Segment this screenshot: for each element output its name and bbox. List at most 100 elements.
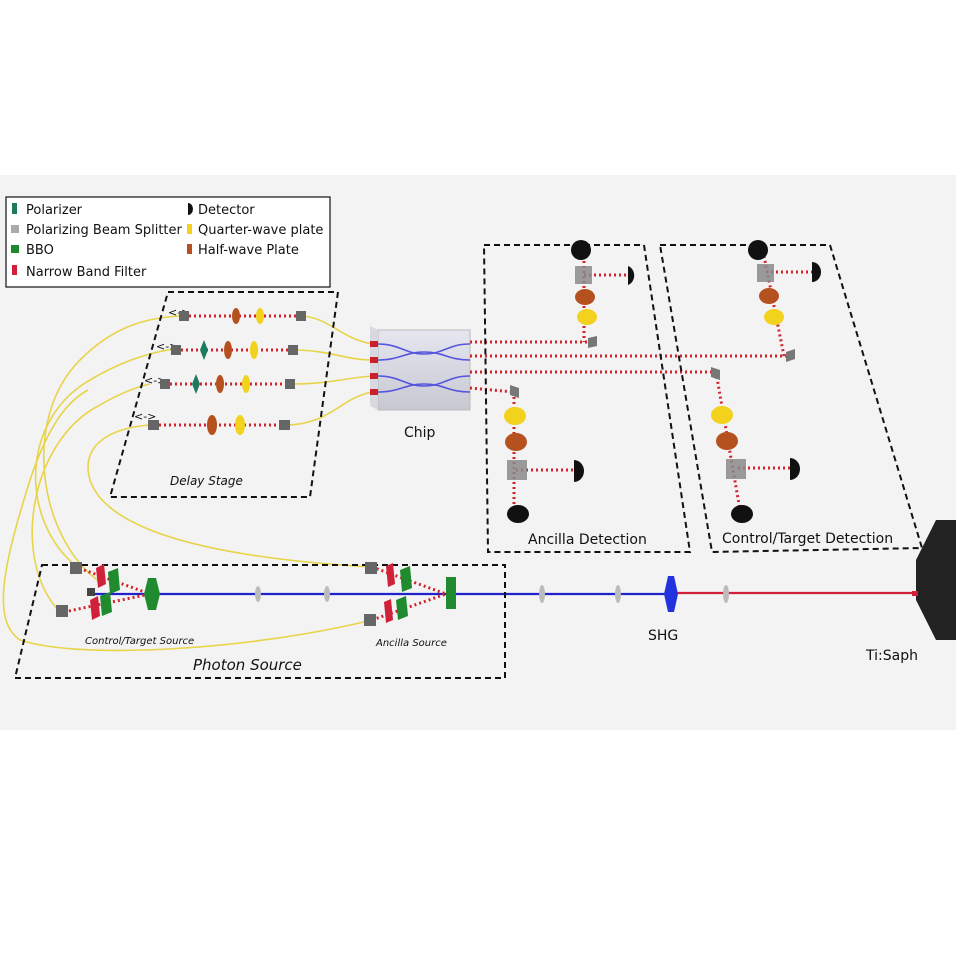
control-target-detection: Control/Target Detection [658, 240, 924, 554]
narrow-band-filter [386, 563, 395, 587]
fiber [284, 391, 373, 426]
coupler-icon [279, 420, 290, 430]
chip-output-paths [469, 340, 790, 394]
half-wave-plate [232, 308, 240, 324]
coupler-icon [285, 379, 295, 389]
quarter-wave-plate [250, 341, 258, 359]
fiber [289, 375, 373, 385]
legend-quarter-wave-label: Quarter-wave plate [198, 223, 323, 238]
detector [574, 460, 584, 482]
delay-stage: Delay Stage <-> <-> <-> <-> [108, 291, 340, 498]
beam-splitter-icon [11, 225, 19, 233]
chip-port [370, 389, 378, 395]
ancilla-source: Ancilla Source [364, 562, 456, 649]
lens [324, 586, 330, 602]
legend-polarizer-label: Polarizer [26, 203, 83, 218]
photon-source-box [13, 564, 506, 679]
beam-splitter [507, 460, 527, 480]
quarter-wave-plate [577, 309, 597, 325]
ancilla-source-label: Ancilla Source [375, 638, 447, 649]
coupler-icon [364, 614, 376, 626]
coupler-icon [179, 311, 189, 321]
tisaph-laser: Ti:Saph [865, 520, 956, 664]
legend-filter-label: Narrow Band Filter [26, 265, 147, 280]
half-wave-plate [207, 415, 217, 435]
delay-stage-box [108, 291, 340, 498]
mirror [711, 367, 720, 380]
detector [571, 240, 591, 260]
chip-port [370, 357, 378, 363]
bbo-crystal [400, 566, 412, 592]
ancilla-detection-label: Ancilla Detection [528, 532, 647, 548]
fiber [301, 315, 373, 345]
photon-source-label: Photon Source [193, 656, 302, 674]
lens [255, 586, 261, 602]
photon-path [371, 592, 447, 622]
laser-aperture [912, 591, 918, 596]
beam-splitter [575, 266, 592, 284]
chip-label: Chip [404, 425, 436, 441]
chip: Chip [370, 326, 471, 441]
detector [748, 240, 768, 260]
filter-icon [12, 265, 17, 275]
photon-source: Photon Source Control/Target Source [13, 562, 506, 679]
half-wave-plate [716, 432, 738, 450]
polarizer-icon [12, 203, 17, 214]
tisaph-label: Ti:Saph [865, 648, 918, 664]
coupler-icon [160, 379, 170, 389]
half-wave-plate [216, 375, 224, 393]
quarter-wave-plate [504, 407, 526, 425]
waveguide [377, 343, 471, 355]
detector [790, 458, 800, 480]
shg-crystal [664, 576, 678, 612]
detector [731, 505, 753, 523]
quarter-wave-icon [187, 224, 192, 234]
laser-body [916, 520, 956, 640]
lens [615, 585, 621, 603]
legend-bbo-label: BBO [26, 243, 54, 258]
legend-beam-splitter-label: Polarizing Beam Splitter [26, 223, 183, 238]
photon-path [371, 565, 447, 596]
fiber [292, 349, 373, 361]
legend: Polarizer Polarizing Beam Splitter BBO N… [5, 196, 331, 288]
waveguide [377, 351, 471, 361]
narrow-band-filter [90, 596, 100, 620]
legend-half-wave-label: Half-wave Plate [198, 243, 299, 258]
shg: SHG [255, 576, 729, 644]
beam-splitter [87, 588, 95, 596]
pump-beams [92, 591, 940, 596]
half-wave-plate [224, 341, 232, 359]
chip-side [370, 326, 378, 410]
mirror [786, 349, 795, 362]
control-target-detection-label: Control/Target Detection [722, 531, 893, 547]
ancilla-detection: Ancilla Detection [482, 240, 692, 553]
beam-splitter [757, 264, 774, 282]
translation-arrow: <-> [134, 410, 156, 423]
quarter-wave-plate [711, 406, 733, 424]
waveguide [377, 383, 471, 393]
lens [539, 585, 545, 603]
bbo-crystal [396, 596, 408, 620]
coupler-icon [70, 562, 82, 574]
coupler-icon [296, 311, 306, 321]
coupler-icon [171, 345, 181, 355]
detector [812, 262, 821, 282]
detector [507, 505, 529, 523]
polarizer [200, 340, 208, 360]
coupler-icon [148, 420, 159, 430]
legend-box [5, 196, 331, 288]
quarter-wave-plate [764, 309, 784, 325]
control-target-source: Control/Target Source [56, 562, 194, 647]
bbo-crystal [144, 578, 160, 610]
control-target-detection-box [658, 244, 924, 554]
chip-port [370, 341, 378, 347]
chip-body [377, 329, 471, 411]
delay-stage-label: Delay Stage [170, 474, 243, 488]
quarter-wave-plate [256, 308, 264, 324]
fiber [87, 424, 373, 568]
photon-path [469, 386, 515, 394]
polarizer [192, 374, 200, 394]
ancilla-detection-box [482, 244, 692, 553]
detector-icon [188, 203, 193, 215]
